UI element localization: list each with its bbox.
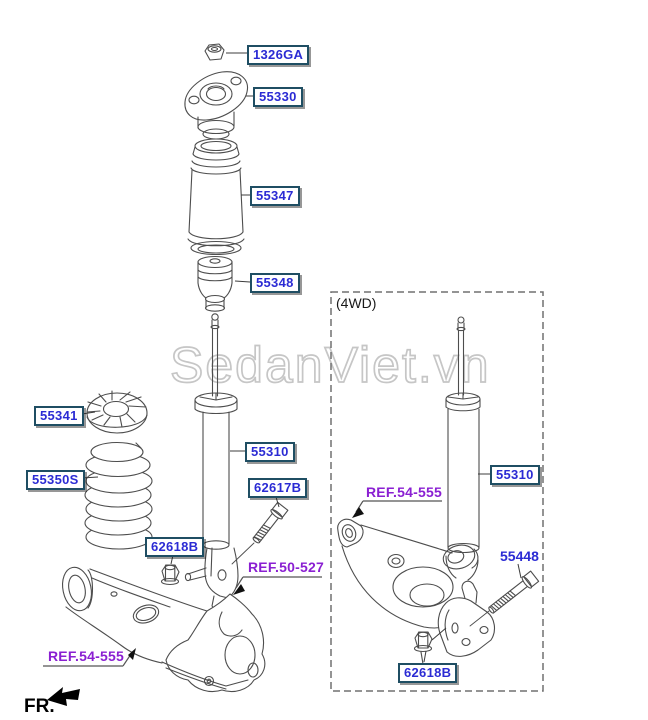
front-direction-arrow-icon (47, 687, 80, 706)
rear-arm-knuckle-drawing (62, 566, 266, 693)
shock-absorber-drawing (184, 313, 239, 612)
dust-cover-drawing (187, 138, 245, 256)
part-number-55310-shock-absorber[interactable]: 55310 (245, 442, 295, 462)
part-number-62618B-nut[interactable]: 62618B (145, 537, 205, 557)
spring-pad-drawing (86, 390, 148, 434)
leader-lines (81, 52, 522, 663)
part-number-62617B-bolt[interactable]: 62617B (248, 478, 308, 498)
part-number-55348-bumper-stop[interactable]: 55348 (250, 273, 300, 293)
mount-nut-drawing (204, 43, 225, 61)
coil-spring-drawing (84, 441, 153, 550)
variant-label-4wd: (4WD) (336, 295, 377, 311)
part-number-55448-arm-bolt-4wd[interactable]: 55448 (500, 548, 539, 564)
insulator-mount-drawing (184, 71, 249, 140)
part-number-55330-insulator[interactable]: 55330 (253, 87, 303, 107)
4wd-variant-box (330, 291, 544, 692)
rear-arm-4wd-drawing (337, 518, 496, 665)
ref-link-rear-arm-54-555-4wd[interactable]: REF.54-555 (366, 484, 442, 500)
ref-arrowheads (128, 507, 364, 660)
part-number-55310-shock-absorber-4wd[interactable]: 55310 (490, 465, 540, 485)
part-number-55350S-coil-spring[interactable]: 55350S (26, 470, 85, 490)
arm-bolt-4wd-drawing (488, 570, 540, 614)
arm-nut-4wd-drawing (413, 631, 433, 653)
watermark-text: SedanViet.vn (170, 337, 491, 393)
bumper-stop-drawing (197, 255, 233, 312)
part-number-1326GA-mount-nut[interactable]: 1326GA (247, 45, 310, 65)
part-number-62618B-nut-4wd[interactable]: 62618B (398, 663, 458, 683)
ref-link-rear-arm-54-555[interactable]: REF.54-555 (48, 648, 124, 664)
part-number-55347-dust-cover[interactable]: 55347 (250, 186, 300, 206)
part-number-55341-spring-pad[interactable]: 55341 (34, 406, 84, 426)
shock-mount-nut-drawing (160, 564, 180, 586)
ref-link-rear-axle-50-527[interactable]: REF.50-527 (248, 559, 324, 575)
shock-mount-bolt-drawing (252, 501, 289, 544)
shock-absorber-4wd-drawing (442, 316, 481, 570)
front-marker-label: FR. (24, 696, 55, 717)
